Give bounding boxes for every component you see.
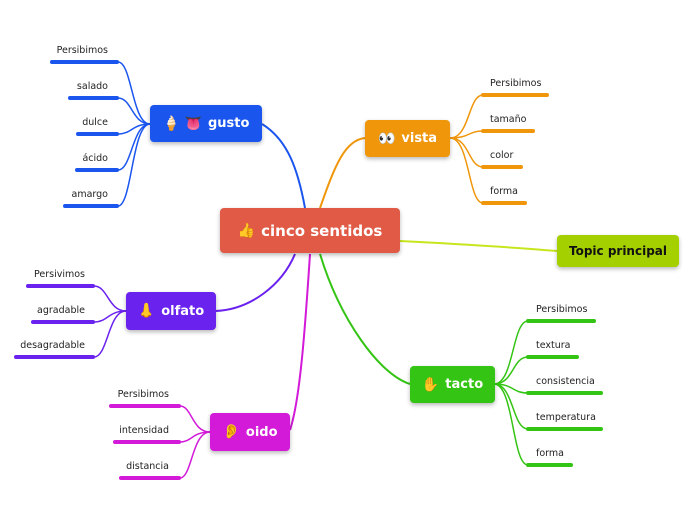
oido-leaf[interactable]: distancia [126, 461, 169, 472]
hand-icon: ✋ [421, 376, 440, 393]
floating-topic-label: Topic principal [568, 244, 668, 258]
oido-leaf[interactable]: intensidad [119, 425, 169, 436]
topic-tacto-label: tacto [445, 377, 484, 392]
tacto-leaf[interactable]: Persibimos [536, 304, 588, 315]
floating-topic[interactable]: Topic principal [557, 235, 679, 267]
topic-oido[interactable]: 👂 oido [210, 413, 290, 451]
olfato-leaf[interactable]: desagradable [20, 340, 85, 351]
topic-vista-label: vista [401, 131, 438, 146]
vista-leaf[interactable]: color [490, 150, 514, 161]
oido-leaf[interactable]: Persibimos [117, 389, 169, 400]
topic-olfato[interactable]: 👃 olfato [126, 292, 216, 330]
tacto-leaf[interactable]: forma [536, 448, 564, 459]
gusto-leaf[interactable]: ácido [82, 153, 108, 164]
olfato-leaf[interactable]: agradable [37, 305, 85, 316]
central-topic-label: cinco sentidos [261, 221, 383, 240]
ice-cream-tongue-icon: 🍦 👅 [162, 115, 202, 132]
tacto-leaf[interactable]: consistencia [536, 376, 595, 387]
vista-leaf[interactable]: Persibimos [490, 78, 542, 89]
topic-gusto[interactable]: 🍦 👅 gusto [150, 105, 262, 142]
topic-vista[interactable]: 👀 vista [365, 120, 450, 157]
thumbs-up-icon: 👍 [237, 222, 256, 239]
central-topic[interactable]: 👍 cinco sentidos [220, 208, 400, 253]
tacto-leaf[interactable]: temperatura [536, 412, 596, 423]
gusto-leaf[interactable]: Persibimos [56, 45, 108, 56]
olfato-leaf[interactable]: Persivimos [33, 269, 85, 280]
topic-gusto-label: gusto [207, 116, 250, 131]
vista-leaf[interactable]: tamaño [490, 114, 527, 125]
eyes-icon: 👀 [377, 130, 396, 147]
topic-olfato-label: olfato [161, 303, 205, 319]
tacto-leaf[interactable]: textura [536, 340, 571, 351]
gusto-leaf[interactable]: dulce [82, 117, 108, 128]
ear-icon: 👂 [222, 424, 240, 440]
topic-oido-label: oido [245, 424, 278, 440]
nose-icon: 👃 [137, 303, 156, 319]
vista-leaf[interactable]: forma [490, 186, 518, 197]
gusto-leaf[interactable]: salado [76, 81, 108, 92]
gusto-leaf[interactable]: amargo [71, 189, 108, 200]
topic-tacto[interactable]: ✋ tacto [410, 366, 495, 403]
